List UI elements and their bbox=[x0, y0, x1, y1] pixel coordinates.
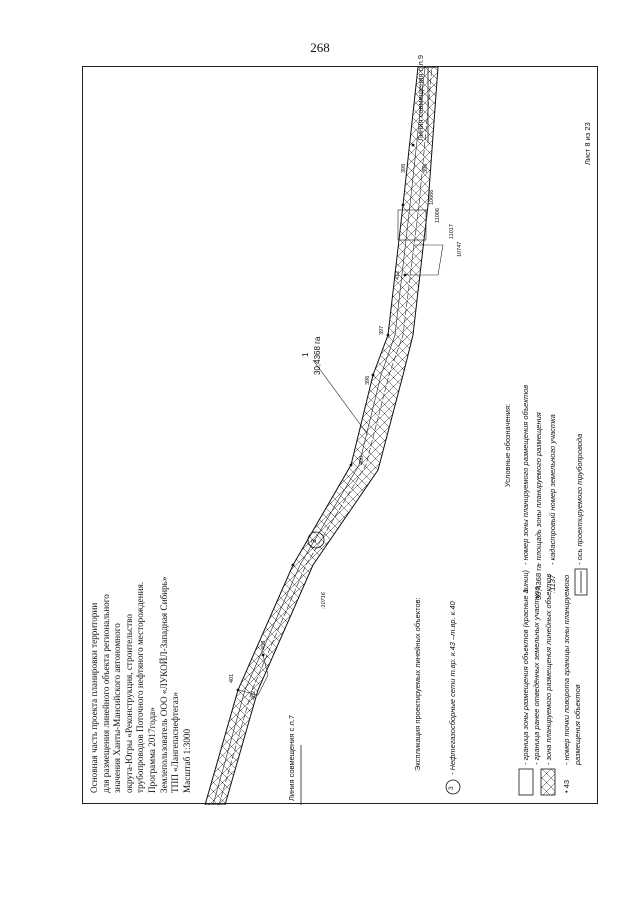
legend-text: - кадастровый номер земельного участка bbox=[548, 414, 557, 565]
parcel-boundary-2 bbox=[405, 244, 444, 276]
legend-text: - граница ранее отведённых земельных уча… bbox=[532, 586, 541, 765]
point-label: 397 bbox=[379, 325, 385, 335]
legend-text: размещения объектов bbox=[573, 684, 582, 765]
point-label: 402 bbox=[251, 690, 257, 700]
title-line: Масштаб 1:3000 bbox=[181, 728, 192, 793]
object-circle bbox=[307, 531, 325, 549]
map-drawing bbox=[204, 67, 588, 805]
point-label: 398 bbox=[401, 163, 407, 173]
legend-text: - номер точки поворота границы зоны план… bbox=[562, 574, 571, 765]
point-label: 11006 bbox=[435, 208, 441, 223]
planned-zone bbox=[204, 67, 439, 805]
legend-text: - ось проектируемого трубопровода bbox=[575, 433, 584, 565]
title-line: Землепользователь ООО «ЛУКОЙЛ-Западная С… bbox=[158, 576, 169, 793]
rotated-drawing: Основная часть проекта планировки террит… bbox=[83, 55, 599, 805]
legend-symbol: 1 bbox=[521, 588, 530, 593]
parcel-boundary bbox=[237, 654, 269, 696]
legend-text: - граница зоны размещения объектов (крас… bbox=[521, 569, 530, 765]
point-label: 399 bbox=[423, 163, 429, 173]
pipeline-axis bbox=[218, 67, 433, 805]
match-line-right-label: Линия совмещения с л.9 bbox=[416, 54, 425, 141]
point-label: 412 bbox=[395, 270, 401, 280]
legend-symbol: 30,4368 га bbox=[534, 564, 543, 600]
explication-title: Экспликация проектируемых линейных объек… bbox=[413, 597, 422, 771]
title-line: Программа 2017года» bbox=[146, 707, 157, 793]
legend-symbol-zone bbox=[540, 768, 556, 796]
explication-item: - Нефтегазосборные сети т.вр. к.43 –т.вр… bbox=[448, 601, 457, 775]
cadastral-label: :10716 bbox=[321, 592, 327, 609]
title-block: Основная часть проекта планировки террит… bbox=[89, 577, 193, 793]
point-label: 10666 bbox=[429, 189, 435, 205]
legend-symbol: • 43 bbox=[562, 779, 571, 793]
parcel-box bbox=[397, 209, 427, 241]
zone-leader bbox=[312, 359, 369, 436]
red-line-boundary bbox=[212, 67, 426, 805]
legend-symbol-red-line bbox=[518, 768, 534, 796]
drawing-sheet: Основная часть проекта планировки террит… bbox=[82, 55, 599, 805]
legend-symbol-pipeline bbox=[574, 568, 588, 596]
point-label: 396 bbox=[365, 375, 371, 385]
title-line: для размещения линейного объекта региона… bbox=[100, 594, 111, 793]
legend-text: - номер зоны планируемого размещения объ… bbox=[521, 384, 530, 565]
object-number: 3 bbox=[311, 539, 318, 543]
title-line: округа-Югры «Реконструкция, строительств… bbox=[123, 614, 134, 793]
legend-text: - зона планируемого размещения линейных … bbox=[544, 573, 553, 765]
point-label: 400 bbox=[359, 455, 365, 465]
sheet-label: Лист 8 из 23 bbox=[583, 122, 592, 165]
zone-area: 30,4368 га bbox=[313, 336, 322, 375]
title-line: Основная часть проекта планировки террит… bbox=[89, 602, 99, 793]
zone-number: 1 bbox=[301, 352, 310, 357]
point-label: 403 bbox=[261, 640, 267, 650]
vertex-points bbox=[236, 143, 415, 692]
page-number: 268 bbox=[310, 40, 330, 55]
explication-circle bbox=[445, 779, 461, 795]
title-line: трубопроводов Поточного нефтяного местор… bbox=[135, 581, 146, 793]
title-line: значения Ханты-Мансийского автономного bbox=[112, 623, 123, 793]
legend-text: - площадь зоны планируемого размещения bbox=[534, 412, 543, 565]
explication-num: 3 bbox=[448, 786, 455, 790]
point-label: 401 bbox=[229, 673, 235, 683]
match-line-left-label: Линия совмещения с л.7 bbox=[287, 714, 296, 801]
point-label: 11017 bbox=[449, 224, 455, 239]
point-label: 10747 bbox=[457, 241, 463, 257]
legend-title: Условные обозначения: bbox=[503, 403, 512, 487]
legend-symbol: :1137 bbox=[548, 574, 557, 593]
title-line: ТПП «Лангепаснефтегаз» bbox=[170, 691, 181, 793]
